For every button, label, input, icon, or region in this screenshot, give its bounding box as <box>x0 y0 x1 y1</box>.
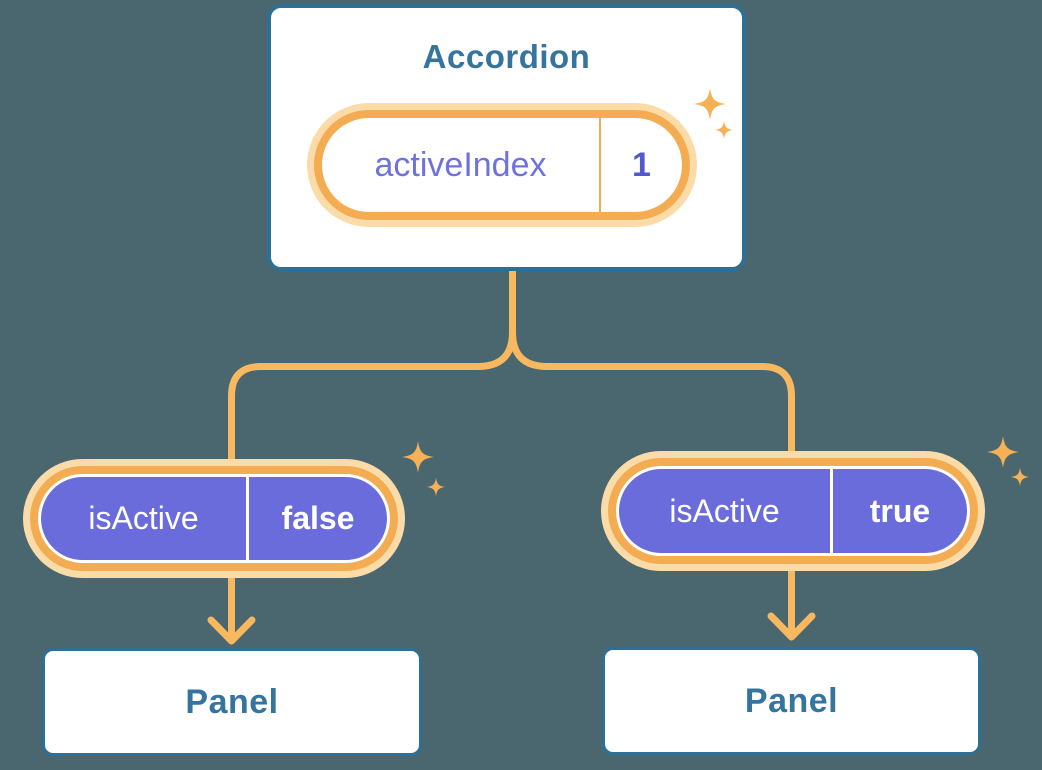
connector-right-branch <box>509 265 795 639</box>
prop-pill-ring: isActive false <box>30 466 398 571</box>
prop-pill-body: isActive false <box>38 474 390 563</box>
prop-pill-isactive-true: isActive true <box>601 451 985 571</box>
state-pill-body: activeIndex 1 <box>322 118 682 212</box>
pill-divider <box>599 118 601 212</box>
state-pill-ring: activeIndex 1 <box>314 110 690 220</box>
prop-value: false <box>281 500 355 536</box>
arrow-down-icon <box>207 616 256 645</box>
pill-divider <box>246 477 249 560</box>
sparkle-icon <box>987 436 1030 487</box>
sparkle-icon <box>402 441 446 497</box>
panel-component-box: Panel <box>602 647 981 755</box>
arrow-down-icon <box>767 612 816 641</box>
connector-left-branch <box>228 265 516 643</box>
prop-label: isActive <box>88 500 199 536</box>
pill-divider <box>830 469 833 553</box>
state-label: activeIndex <box>374 145 547 184</box>
prop-pill-ring: isActive true <box>608 458 978 564</box>
state-pill-activeindex: activeIndex 1 <box>307 103 697 227</box>
sparkle-icon <box>694 88 734 140</box>
accordion-component-box: Accordion activeIndex 1 <box>267 4 746 271</box>
accordion-title: Accordion <box>422 38 591 75</box>
panel-component-box: Panel <box>42 648 422 756</box>
panel-title: Panel <box>744 681 839 720</box>
prop-value: true <box>869 492 931 529</box>
state-value: 1 <box>632 145 651 184</box>
panel-title: Panel <box>185 682 279 721</box>
prop-pill-isactive-false: isActive false <box>23 459 405 578</box>
prop-label: isActive <box>669 492 780 529</box>
prop-pill-body: isActive true <box>616 466 970 556</box>
